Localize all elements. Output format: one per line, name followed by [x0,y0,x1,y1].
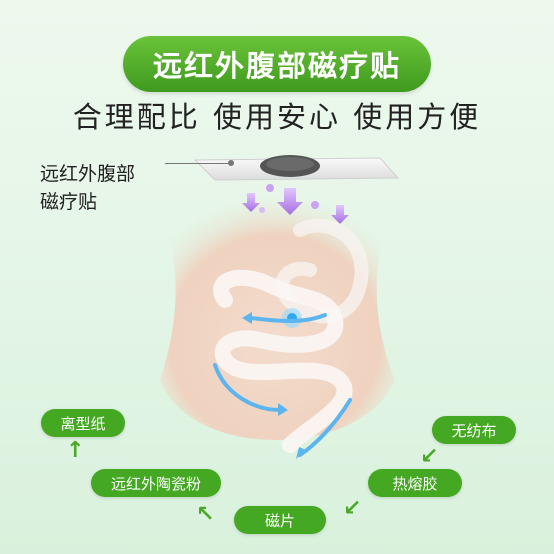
layer-nonwoven-label: 无纺布 [451,421,497,440]
arrow-up-icon: ↑ [66,438,85,463]
intestines [213,269,353,453]
patch-leader-dot [228,160,234,166]
layer-far-infrared-ceramic-label: 远红外陶瓷粉 [110,474,201,493]
flow-arrows [213,313,352,457]
page-title: 远红外腹部磁疗贴 [123,36,431,92]
page-title-text: 远红外腹部磁疗贴 [152,49,401,83]
patch-leader-line [165,163,230,164]
patch-label-line1: 远红外腹部 [40,163,136,185]
subtitle: 合理配比 使用安心 使用方便 [72,100,482,134]
arrow-up-left-icon: ↖ [196,502,215,527]
layer-nonwoven: 无纺布 [432,416,516,444]
layer-magnet: 磁片 [234,506,326,534]
arrow-down-left-icon: ↙ [343,496,362,521]
layer-release-paper-label: 离型纸 [60,414,106,433]
arrow-down-left-icon: ↙ [420,444,439,469]
patch-label-line2: 磁疗贴 [40,191,98,213]
layer-magnet-label: 磁片 [264,511,295,530]
layer-release-paper: 离型纸 [41,409,125,437]
torso [150,190,400,440]
patch-label: 远红外腹部 磁疗贴 [40,160,135,216]
layer-hot-melt-label: 热熔胶 [392,474,438,493]
patch-graphic [193,155,400,181]
layer-far-infrared-ceramic: 远红外陶瓷粉 [91,469,221,497]
layer-hot-melt: 热熔胶 [368,469,462,497]
flow-arrowheads [242,312,306,459]
energy-arrows [242,184,349,224]
